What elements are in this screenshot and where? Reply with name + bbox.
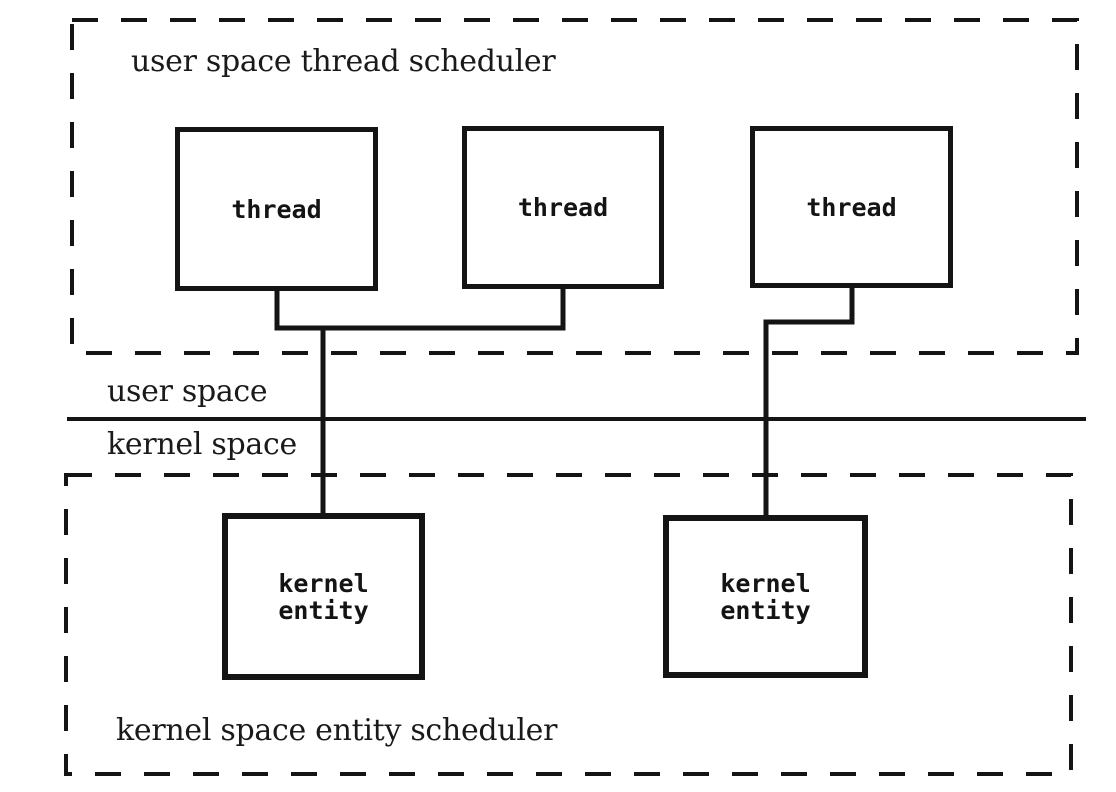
kernel-entity-box-1: kernel entity xyxy=(222,513,425,680)
kernel-space-label: kernel space xyxy=(107,427,297,462)
thread-label-1: thread xyxy=(231,194,322,224)
connector-thread3-to-kernel-entity-2 xyxy=(763,285,855,520)
thread-box-1: thread xyxy=(175,127,378,291)
thread-label-3: thread xyxy=(806,192,897,222)
thread-label-2: thread xyxy=(517,193,609,222)
kernel-entity-box-2: kernel entity xyxy=(663,515,868,678)
user-space-label: user space xyxy=(107,374,268,409)
connector-thread1-thread2-bus xyxy=(274,286,566,331)
user-scheduler-label: user space thread scheduler xyxy=(131,44,556,79)
kernel-scheduler-label: kernel space entity scheduler xyxy=(116,713,558,748)
thread-box-2: thread xyxy=(462,126,664,289)
kernel-entity-label-1: kernel entity xyxy=(278,568,369,625)
kernel-entity-label-2: kernel entity xyxy=(720,568,811,625)
user-scheduler-dashed-border xyxy=(70,18,1079,355)
kernel-scheduler-dashed-border xyxy=(64,473,1073,776)
thread-box-3: thread xyxy=(750,126,953,288)
